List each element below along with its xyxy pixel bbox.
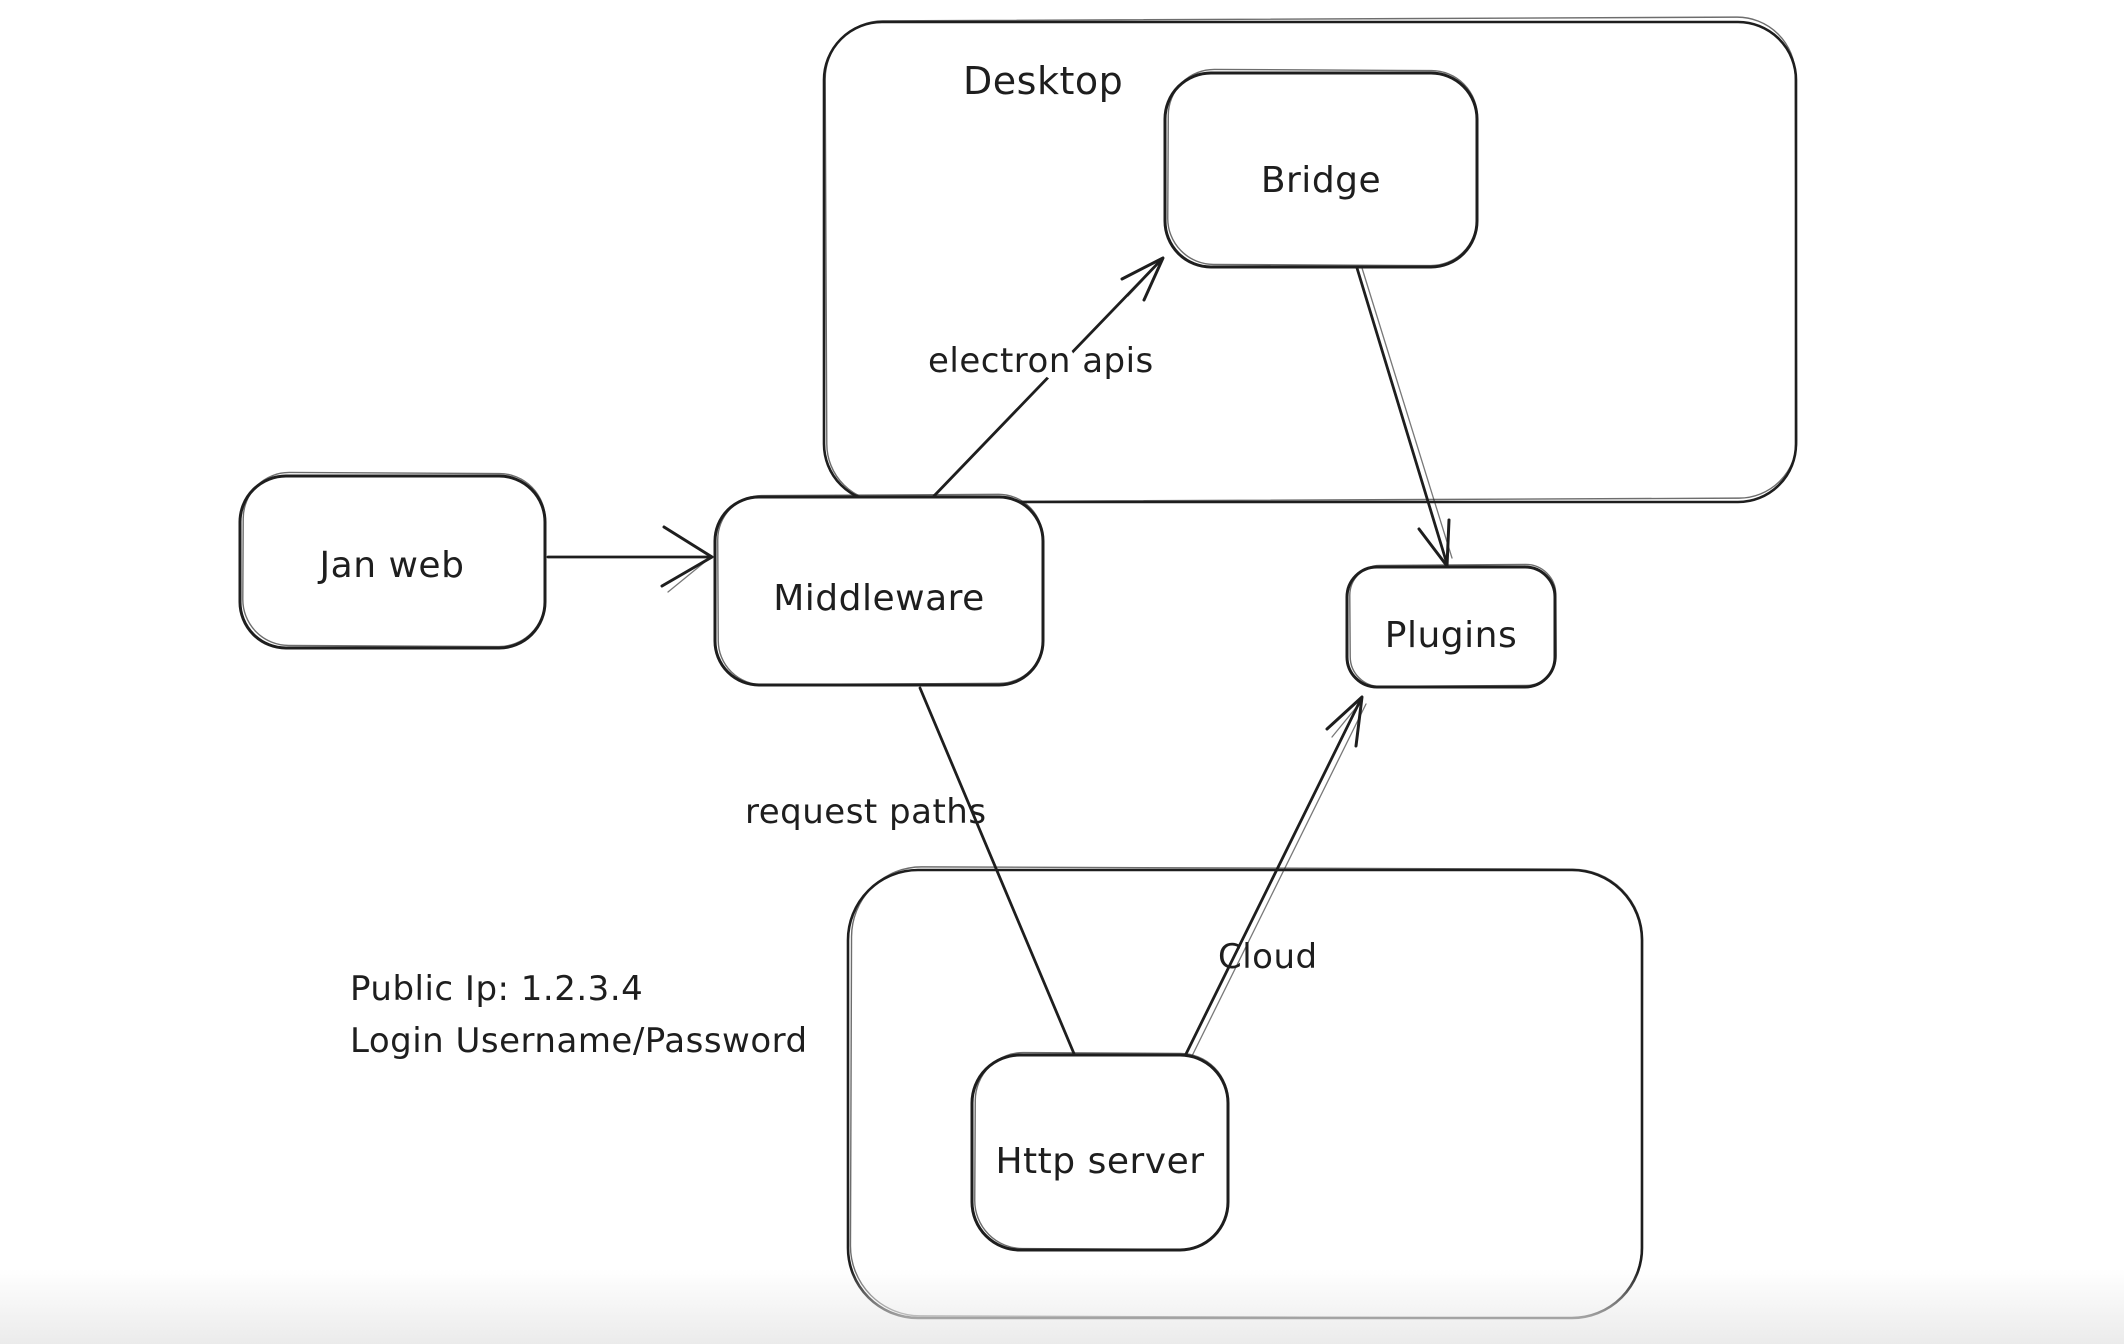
- edge-bridge-to-plugins-sketch-stroke: [1361, 267, 1453, 559]
- node-jan-web[interactable]: Jan web: [238, 471, 547, 650]
- desktop-label[interactable]: Desktop: [963, 59, 1123, 103]
- edge-httpserver-to-plugins[interactable]: [1184, 695, 1367, 1057]
- edge-middleware-to-bridge[interactable]: [931, 256, 1165, 499]
- bridge-label[interactable]: Bridge: [1261, 160, 1381, 201]
- middleware-box-sketch-stroke: [717, 493, 1044, 686]
- edge-httpserver-to-plugins-sketch-stroke: [1191, 703, 1367, 1057]
- edge-httpserver-to-plugins-line[interactable]: [1184, 697, 1363, 1056]
- edge-middleware-to-httpserver[interactable]: [918, 686, 1077, 1058]
- jan-web-label[interactable]: Jan web: [318, 545, 465, 586]
- edge-janweb-to-middleware-arrowhead[interactable]: [660, 525, 714, 588]
- desktop-container-sketch-stroke: [824, 16, 1798, 503]
- edge-middleware-to-bridge-arrowhead[interactable]: [1120, 256, 1165, 302]
- plugins-label[interactable]: Plugins: [1385, 615, 1517, 656]
- jan-web-box-sketch-stroke: [242, 471, 546, 648]
- login-text[interactable]: Login Username/Password: [350, 1021, 808, 1061]
- plugins-box-sketch-stroke: [1349, 563, 1557, 688]
- edge-middleware-to-bridge-line[interactable]: [931, 257, 1164, 499]
- http-server-label[interactable]: Http server: [995, 1141, 1204, 1182]
- node-http-server[interactable]: Http server: [970, 1051, 1230, 1252]
- node-plugins[interactable]: Plugins: [1345, 563, 1557, 689]
- electron-apis-label[interactable]: electron apis: [921, 334, 1160, 388]
- edge-httpserver-to-plugins-arrowhead[interactable]: [1325, 695, 1364, 748]
- edge-httpserver-to-plugins-arrowhead-sketch: [1331, 703, 1360, 738]
- bridge-box-sketch-stroke: [1167, 68, 1478, 267]
- node-bridge[interactable]: Bridge: [1163, 68, 1479, 269]
- edge-bridge-to-plugins-line[interactable]: [1355, 266, 1449, 566]
- node-middleware[interactable]: Middleware: [713, 493, 1045, 687]
- edge-janweb-to-middleware-sketch-stroke: [667, 560, 707, 593]
- edge-middleware-to-bridge-sketch-stroke: [1127, 261, 1161, 297]
- edge-janweb-to-middleware[interactable]: [546, 525, 714, 593]
- request-paths-label[interactable]: request paths: [745, 792, 987, 832]
- middleware-label[interactable]: Middleware: [773, 578, 985, 619]
- plugins-box[interactable]: [1345, 565, 1557, 689]
- edge-middleware-to-httpserver-line[interactable]: [918, 686, 1077, 1058]
- public-ip-text[interactable]: Public Ip: 1.2.3.4: [350, 969, 643, 1009]
- http-server-box-sketch-stroke: [974, 1051, 1229, 1251]
